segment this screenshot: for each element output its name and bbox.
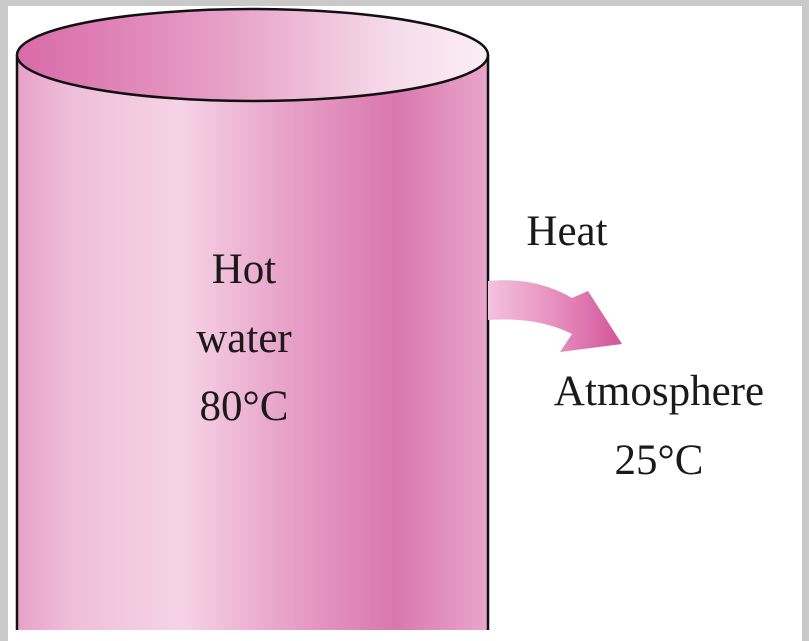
frame-left-border [0, 0, 8, 641]
tank-label-line1: Hot [212, 246, 277, 293]
tank-label-line2: water [196, 315, 292, 362]
tank-top-opening [15, 7, 490, 103]
frame-right-border [802, 0, 809, 641]
tank-body [17, 55, 488, 630]
atmosphere-temperature-label: 25°C [615, 437, 704, 484]
heat-arrow [488, 280, 622, 352]
heat-label: Heat [526, 208, 607, 255]
frame-top-border [0, 0, 809, 6]
tank-label-line3: 80°C [200, 383, 289, 430]
atmosphere-label: Atmosphere [554, 368, 764, 415]
